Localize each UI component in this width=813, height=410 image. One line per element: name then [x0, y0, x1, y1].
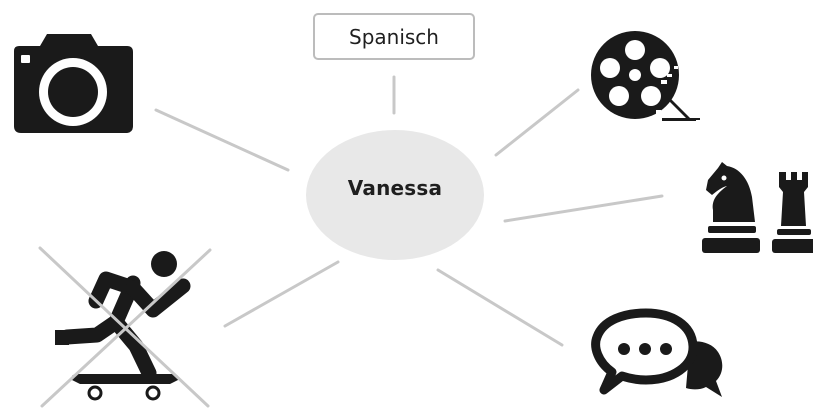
spanisch-label: Spanisch	[349, 24, 439, 49]
connectors	[154, 75, 664, 347]
spanisch-box: Spanisch	[313, 13, 475, 60]
camera-icon	[14, 34, 133, 133]
cross-out-mark	[38, 246, 212, 408]
connector-chess	[503, 194, 664, 223]
connector-skateboard	[223, 260, 340, 328]
connector-camera	[154, 108, 290, 172]
center-label: Vanessa	[347, 176, 443, 200]
speech-bubbles-icon	[591, 308, 723, 397]
chess-icon	[702, 162, 813, 253]
center-node	[306, 130, 484, 260]
film-reel-icon	[591, 31, 700, 121]
connector-film	[494, 88, 580, 157]
connector-chat	[436, 268, 564, 347]
